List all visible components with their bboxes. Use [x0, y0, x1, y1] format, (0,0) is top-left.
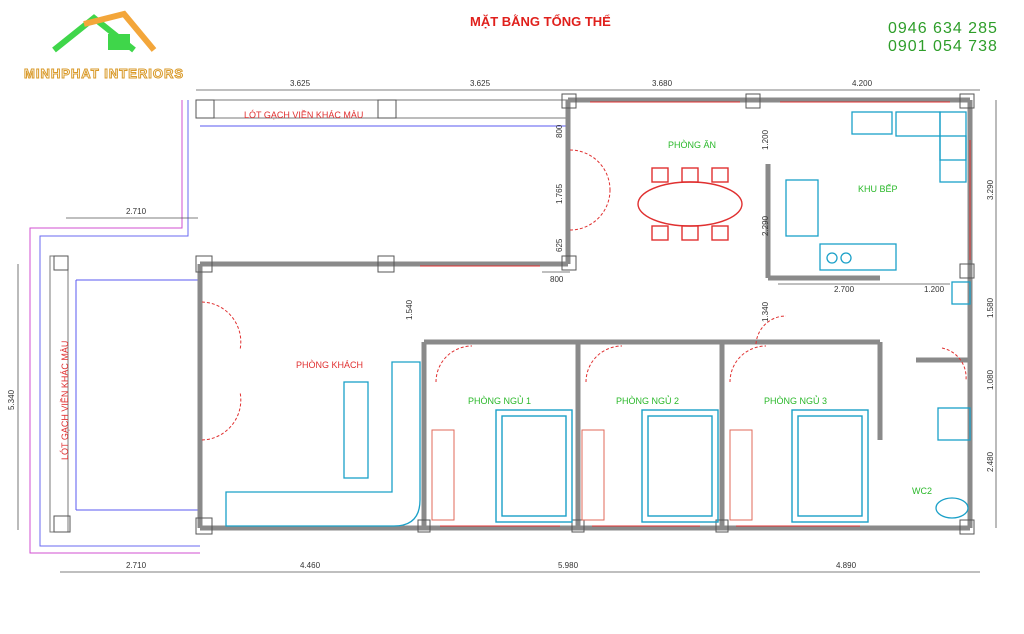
walls — [197, 97, 973, 531]
dim-top-1: 3.625 — [290, 79, 311, 88]
label-bed-2: PHÒNG NGỦ 2 — [616, 395, 679, 406]
dim-bottom-2: 4.460 — [300, 561, 321, 570]
dim-living-v: 1.540 — [405, 299, 414, 320]
dim-bottom-4: 4.890 — [836, 561, 857, 570]
dim-porch: 2.710 — [126, 207, 147, 216]
dim-bed-v: 1.340 — [761, 301, 770, 322]
sofa — [225, 361, 421, 527]
dim-kitchen-v-1: 1.200 — [761, 129, 770, 150]
brand-name: MINHPHAT INTERIORS — [23, 66, 185, 82]
label-bed-3: PHÒNG NGỦ 3 — [764, 395, 827, 406]
note-tile-top: LÓT GẠCH VIỀN KHÁC MÀU — [244, 110, 363, 120]
dim-right-4: 2.480 — [986, 451, 995, 472]
note-tile-left: LÓT GẠCH VIỀN KHÁC MÀU — [60, 341, 70, 460]
dim-right-2: 1.580 — [986, 297, 995, 318]
wardrobes — [431, 429, 753, 521]
phone-1: 0946 634 285 — [888, 20, 998, 37]
dining-table — [637, 167, 743, 241]
label-kitchen: KHU BẾP — [858, 184, 898, 194]
dim-door-800: 800 — [550, 275, 564, 284]
house-logo-icon — [52, 10, 157, 53]
dim-kitchen-h-1: 2.700 — [834, 285, 855, 294]
dim-left-total: 5.340 — [7, 389, 16, 410]
dim-bottom-1: 2.710 — [126, 561, 147, 570]
dim-right-3: 1.080 — [986, 369, 995, 390]
beds — [495, 409, 869, 523]
dim-kitchen-v-2: 2.290 — [761, 215, 770, 236]
dim-top-2: 3.625 — [470, 79, 491, 88]
terrace-outline — [29, 99, 569, 554]
dim-bottom-3: 5.980 — [558, 561, 579, 570]
label-living: PHÒNG KHÁCH — [296, 360, 363, 370]
label-wc: WC2 — [912, 486, 932, 496]
dimension-lines — [17, 89, 997, 573]
phone-2: 0901 054 738 — [888, 38, 998, 55]
room-labels: PHÒNG ĂN KHU BẾP PHÒNG KHÁCH PHÒNG NGỦ 1… — [60, 110, 932, 496]
columns — [53, 93, 975, 535]
dim-top-3: 3.680 — [652, 79, 673, 88]
kitchen-cabinets — [785, 111, 971, 519]
dim-dining-side-1: 800 — [555, 124, 564, 138]
dimension-texts: 3.625 3.625 3.680 4.200 2.710 4.460 5.98… — [7, 79, 995, 570]
doors-and-windows — [201, 101, 971, 527]
dim-right-1: 3.290 — [986, 179, 995, 200]
label-bed-1: PHÒNG NGỦ 1 — [468, 395, 531, 406]
dim-dining-side-3: 625 — [555, 238, 564, 252]
dim-kitchen-h-2: 1.200 — [924, 285, 945, 294]
label-dining: PHÒNG ĂN — [668, 140, 716, 150]
page-title: MẶT BẰNG TỔNG THỂ — [470, 14, 611, 29]
dim-dining-side-2: 1.765 — [555, 183, 564, 204]
dim-top-4: 4.200 — [852, 79, 873, 88]
